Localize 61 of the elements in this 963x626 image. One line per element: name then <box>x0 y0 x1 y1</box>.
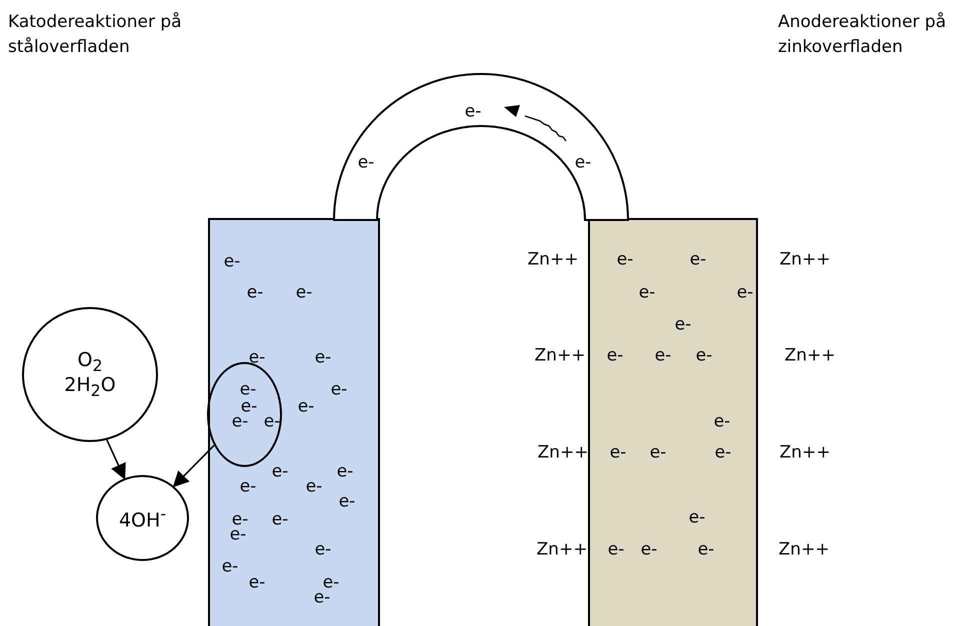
charge-label: e- <box>338 494 356 510</box>
charge-label: e- <box>608 542 624 558</box>
charge-label: e- <box>688 510 706 526</box>
charge-label: e- <box>232 512 248 528</box>
charge-label: e- <box>638 284 656 302</box>
charge-label: e- <box>610 444 626 462</box>
formula-text: 4OH$^{-}$ <box>118 504 168 532</box>
charge-label: e- <box>240 398 258 416</box>
heading-text: Anodereaktioner på zinkoverfladen <box>778 11 948 59</box>
charge-label: e- <box>314 590 330 606</box>
charge-label: e- <box>322 574 340 592</box>
charge-label: Zn++ <box>536 542 588 558</box>
charge-label: e- <box>690 252 706 268</box>
charge-label: e- <box>314 542 332 558</box>
wire-arch <box>332 70 630 220</box>
charge-label: e- <box>674 316 692 334</box>
charge-label: Zn++ <box>784 348 836 364</box>
charge-label: e- <box>464 104 482 120</box>
arrow <box>106 440 126 480</box>
charge-label: e- <box>696 348 712 364</box>
charge-label: e- <box>314 350 332 366</box>
charge-label: e- <box>336 464 354 480</box>
highlight-ellipse <box>207 362 282 467</box>
charge-label: e- <box>714 414 730 430</box>
charge-label: e- <box>616 252 634 268</box>
charge-label: e- <box>232 414 248 430</box>
charge-label: e- <box>654 348 672 364</box>
arrow <box>172 444 215 488</box>
charge-label: e- <box>714 444 732 462</box>
charge-label: e- <box>640 542 658 558</box>
steel-bar <box>208 218 380 626</box>
charge-label: e- <box>230 526 246 544</box>
charge-label: e- <box>650 444 666 462</box>
zinc-bar <box>588 218 758 626</box>
charge-label: Zn++ <box>780 252 830 268</box>
charge-label: e- <box>240 382 256 398</box>
charge-label: e- <box>248 350 266 366</box>
charge-label: e- <box>222 558 238 576</box>
charge-label: e- <box>606 348 624 364</box>
charge-label: Zn++ <box>778 542 830 558</box>
charge-label: e- <box>246 284 264 302</box>
charge-label: e- <box>240 478 256 496</box>
formula-text: O$_{2}$ 2H$_{2}$O <box>63 348 117 400</box>
charge-label: e- <box>698 542 714 558</box>
charge-label: e- <box>248 574 266 592</box>
charge-label: e- <box>296 284 312 302</box>
heading-text: Katodereaktioner på ståloverfladen <box>8 11 183 59</box>
charge-label: e- <box>574 154 592 172</box>
charge-label: Zn++ <box>538 444 588 462</box>
charge-label: e- <box>330 382 348 398</box>
charge-label: e- <box>224 254 240 270</box>
charge-label: e- <box>264 414 280 430</box>
charge-label: Zn++ <box>528 252 578 268</box>
charge-label: e- <box>358 154 374 172</box>
charge-label: Zn++ <box>780 444 830 462</box>
charge-label: e- <box>736 284 754 302</box>
charge-label: Zn++ <box>534 348 586 364</box>
charge-label: e- <box>272 512 288 528</box>
charge-label: e- <box>298 398 314 416</box>
charge-label: e- <box>272 464 288 480</box>
charge-label: e- <box>306 478 322 496</box>
